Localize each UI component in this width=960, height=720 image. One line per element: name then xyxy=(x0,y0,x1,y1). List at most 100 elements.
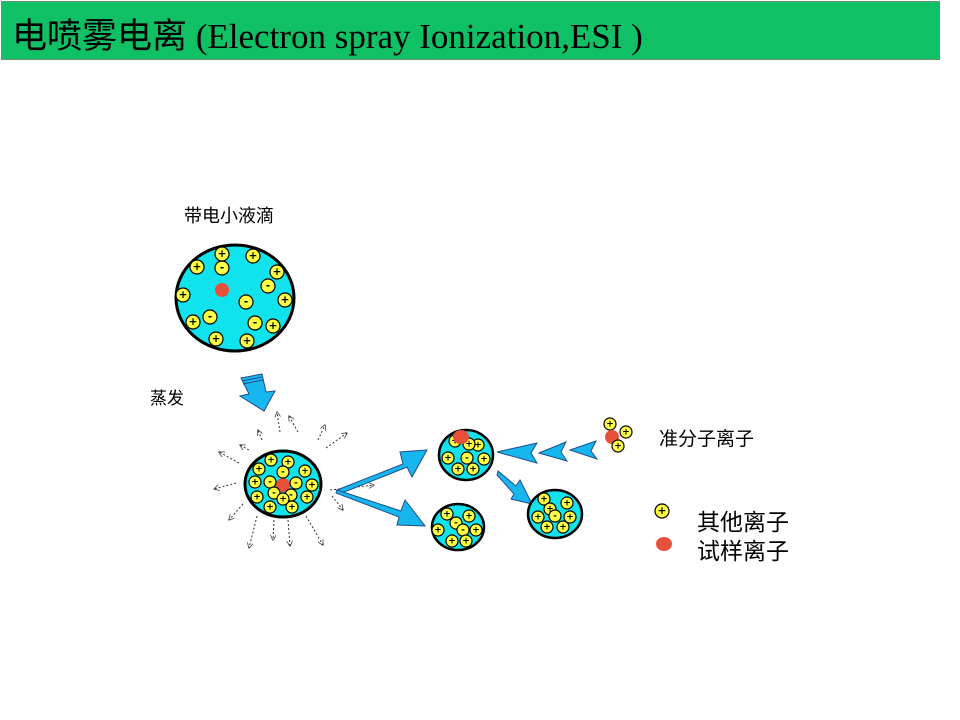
plus-sign: + xyxy=(273,266,282,278)
plus-sign: + xyxy=(179,289,188,301)
ion-circle xyxy=(556,520,570,534)
sample-ion xyxy=(276,478,290,492)
plus-sign: + xyxy=(444,454,452,464)
ion-circle xyxy=(560,496,574,510)
plus-sign: + xyxy=(251,478,259,488)
ion-circle xyxy=(300,490,314,504)
minus-sign: - xyxy=(461,526,465,536)
arrow-band xyxy=(242,379,264,385)
minus-sign: - xyxy=(281,468,285,478)
plus-sign: + xyxy=(301,467,309,477)
ion-circle xyxy=(469,523,483,537)
ion-circle xyxy=(462,509,476,523)
slide-title: 电喷雾电离 (Electron spray Ionization,ESI ) xyxy=(12,17,643,56)
positive-ion: + xyxy=(531,510,545,524)
ion-circle xyxy=(540,520,554,534)
ion-circle xyxy=(269,264,285,280)
plus-sign: + xyxy=(465,440,473,450)
plus-sign: + xyxy=(284,458,292,468)
ion-circle xyxy=(548,509,562,523)
plus-sign: + xyxy=(543,523,551,533)
ion-circle xyxy=(611,439,625,453)
ion-circle xyxy=(250,490,264,504)
arrows-layer xyxy=(214,373,599,548)
fission-droplet: +++-++--+-+-++++ xyxy=(243,449,323,519)
plus-sign: + xyxy=(566,513,574,523)
plus-sign: + xyxy=(474,441,482,451)
fission-arrow-lower xyxy=(335,489,427,527)
positive-ion: + xyxy=(560,496,574,510)
plus-sign: + xyxy=(454,465,462,475)
plus-sign: + xyxy=(266,503,274,513)
ion-circle xyxy=(263,500,277,514)
ion-circle xyxy=(247,315,263,331)
negative-ion: - xyxy=(214,260,230,276)
minus-sign: - xyxy=(289,491,293,501)
ion-emission-arrow xyxy=(568,440,599,460)
plus-sign: + xyxy=(559,523,567,533)
plus-sign: + xyxy=(465,512,473,522)
plus-sign: + xyxy=(563,499,571,509)
daughter-droplet-right: ++++-+++ xyxy=(526,488,584,540)
plus-sign: + xyxy=(243,335,252,347)
ion-circle xyxy=(298,464,312,478)
droplet-body xyxy=(174,243,296,353)
ion-circle xyxy=(175,287,191,303)
plus-sign: + xyxy=(462,537,470,547)
plus-sign: + xyxy=(469,465,477,475)
positive-ion: + xyxy=(265,318,281,334)
negative-ion: - xyxy=(202,309,218,325)
positive-ion: + xyxy=(175,287,191,303)
positive-ion: + xyxy=(245,248,261,264)
plus-sign: + xyxy=(480,455,488,465)
positive-ion: + xyxy=(298,464,312,478)
dispersion-arrow xyxy=(329,485,374,491)
positive-ion: + xyxy=(189,259,205,275)
positive-ion: + xyxy=(445,534,459,548)
label-evaporation: 蒸发 xyxy=(150,389,184,409)
ion-circle xyxy=(252,462,266,476)
plus-sign: + xyxy=(606,420,614,430)
positive-ion: + xyxy=(469,523,483,537)
ion-circle xyxy=(264,453,278,467)
positive-ion: + xyxy=(269,264,285,280)
positive-ion: + xyxy=(208,331,224,347)
ion-circle xyxy=(431,523,445,537)
negative-ion: - xyxy=(263,475,277,489)
minus-sign: - xyxy=(244,296,248,308)
negative-ion: - xyxy=(260,278,276,294)
positive-ion: + xyxy=(441,451,455,465)
positive-ion: + xyxy=(248,475,262,489)
positive-ion: + xyxy=(276,492,290,506)
negative-ion: - xyxy=(238,294,254,310)
minus-sign: - xyxy=(268,478,272,488)
legend-other-ions-label: 其他离子 xyxy=(697,510,789,536)
ion-circle xyxy=(445,534,459,548)
plus-sign: + xyxy=(267,456,275,466)
dispersion-arrow xyxy=(331,495,343,510)
sample-ion xyxy=(656,537,672,551)
arrow-band xyxy=(241,376,263,382)
ion-circle xyxy=(276,492,290,506)
plus-sign: + xyxy=(622,428,630,438)
positive-ion: + xyxy=(563,510,577,524)
ion-circle xyxy=(451,462,465,476)
ion-circle xyxy=(267,486,281,500)
ion-circle xyxy=(248,475,262,489)
ion-emission-arrow xyxy=(496,470,533,505)
dispersion-arrow xyxy=(288,519,290,546)
positive-ion: + xyxy=(277,292,293,308)
daughter-droplet-upper: ++++-+++ xyxy=(437,428,495,482)
ion-circle xyxy=(276,465,290,479)
ion-circle xyxy=(563,510,577,524)
minus-sign: - xyxy=(294,479,298,489)
ion-circle xyxy=(305,478,319,492)
plus-sign: + xyxy=(308,481,316,491)
positive-ion: + xyxy=(239,333,255,349)
legend-sample-ion-label: 试样离子 xyxy=(697,539,789,565)
fission-arrow-upper xyxy=(335,449,428,494)
dispersion-arrow xyxy=(249,515,258,548)
plus-sign: + xyxy=(614,442,622,452)
